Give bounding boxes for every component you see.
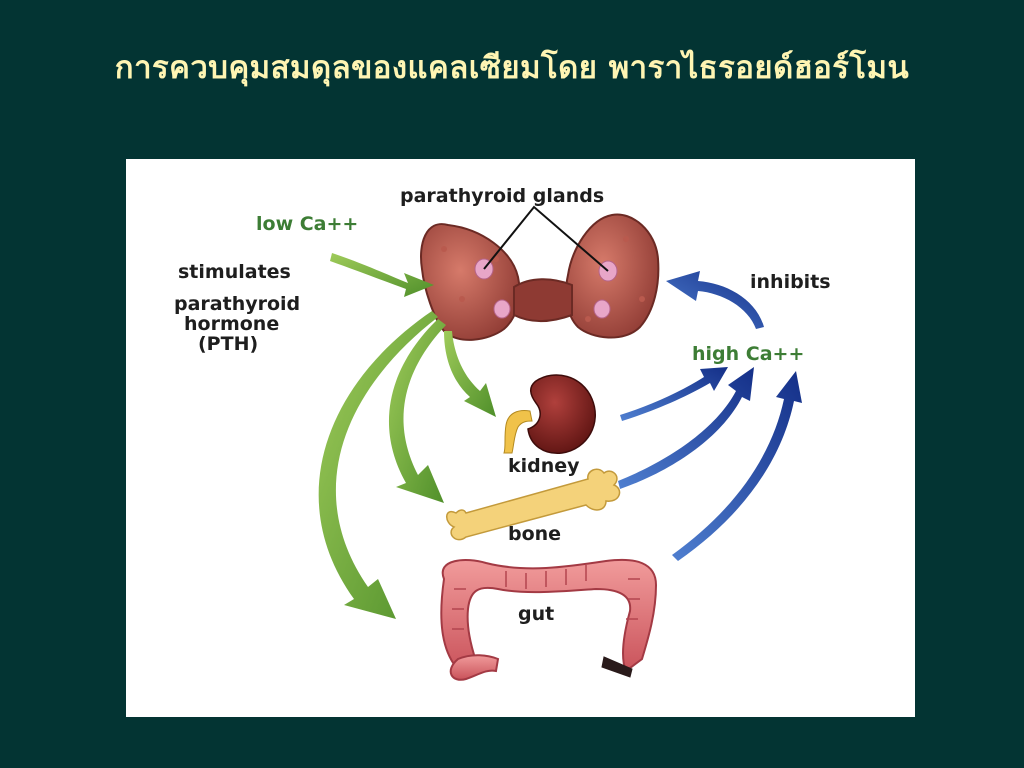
calcium-regulation-diagram bbox=[318, 205, 802, 681]
diagram-panel: parathyroid glands low Ca++ stimulates p… bbox=[126, 159, 915, 717]
bone-illustration bbox=[446, 468, 621, 541]
label-pth-line-2: hormone bbox=[184, 313, 280, 335]
arrow-glands-to-gut bbox=[318, 311, 438, 619]
label-bone: bone bbox=[508, 523, 562, 545]
slide-title: การควบคุมสมดุลของแคลเซียมโดย พาราไธรอยด์… bbox=[114, 50, 910, 86]
label-high-ca: high Ca++ bbox=[692, 343, 805, 365]
arrow-glands-to-bone bbox=[388, 319, 446, 503]
arrow-gut-to-high-ca bbox=[672, 371, 802, 561]
intestine-folds bbox=[452, 565, 640, 630]
label-inhibits: inhibits bbox=[750, 271, 831, 293]
label-gut: gut bbox=[518, 603, 555, 625]
thyroid-texture-dot bbox=[459, 296, 465, 302]
label-parathyroid-glands: parathyroid glands bbox=[400, 185, 605, 207]
kidney-shape bbox=[527, 374, 596, 454]
arrow-glands-to-kidney bbox=[444, 331, 496, 417]
ureter bbox=[503, 410, 533, 454]
arrow-high-ca-inhibits bbox=[666, 271, 764, 329]
arrow-bone-to-high-ca bbox=[618, 367, 754, 489]
bone-shape bbox=[446, 468, 621, 541]
label-kidney: kidney bbox=[508, 455, 580, 477]
thyroid-texture-dot bbox=[623, 236, 629, 242]
blue-arrows bbox=[618, 271, 802, 561]
intestine-end bbox=[601, 656, 633, 678]
arrow-kidney-to-high-ca bbox=[620, 367, 728, 421]
thyroid-isthmus bbox=[513, 278, 573, 322]
arrow-low-ca-to-glands bbox=[330, 253, 434, 297]
intestine-loop bbox=[449, 654, 500, 681]
thyroid-texture-dot bbox=[441, 246, 447, 252]
gut-illustration bbox=[440, 558, 658, 681]
label-low-ca: low Ca++ bbox=[256, 213, 359, 235]
label-stimulates: stimulates bbox=[178, 261, 291, 283]
label-pth-line-1: parathyroid bbox=[174, 293, 301, 315]
thyroid-texture-dot bbox=[639, 296, 645, 302]
label-pth-line-3: (PTH) bbox=[198, 333, 259, 355]
parathyroid-pointer-lines bbox=[483, 205, 609, 272]
thyroid-texture-dot bbox=[585, 316, 591, 322]
thyroid-illustration bbox=[420, 205, 660, 341]
parathyroid-gland bbox=[493, 299, 511, 319]
kidney-illustration bbox=[503, 374, 596, 454]
green-arrows bbox=[318, 253, 496, 619]
parathyroid-gland bbox=[593, 299, 611, 319]
